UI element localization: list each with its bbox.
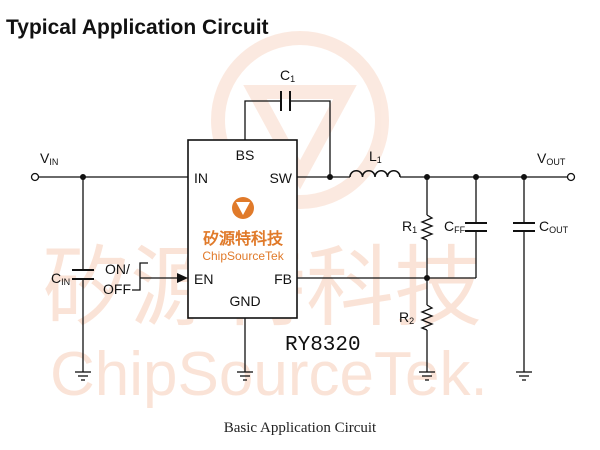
r2-label: R2 xyxy=(399,309,414,326)
switch-on-label: ON/ xyxy=(105,261,130,277)
pin-in-label: IN xyxy=(194,170,208,186)
c1-label: C1 xyxy=(280,67,295,84)
ground-icon xyxy=(237,371,253,381)
pin-fb-label: FB xyxy=(274,271,292,287)
watermark-en-text: ChipSourceTek. xyxy=(50,340,488,409)
cin-label: CIN xyxy=(51,270,70,287)
en-arrow-icon xyxy=(177,273,188,283)
capacitor-cff xyxy=(465,222,487,232)
page-title: Typical Application Circuit xyxy=(6,16,269,39)
vin-terminal xyxy=(30,172,40,182)
l1-label: L1 xyxy=(369,148,382,165)
pin-bs-label: BS xyxy=(236,147,255,163)
cout-label: COUT xyxy=(539,218,569,235)
capacitor-cin xyxy=(72,269,94,280)
pin-en-label: EN xyxy=(194,271,213,287)
inductor-l1 xyxy=(349,169,401,178)
switch-off-label: OFF xyxy=(103,281,131,297)
vin-label: VIN xyxy=(40,150,58,167)
pin-sw-label: SW xyxy=(269,170,292,186)
chip-logo-cn: 矽源特科技 xyxy=(203,229,284,248)
vout-label: VOUT xyxy=(537,150,566,167)
ic-body xyxy=(187,139,298,319)
vout-terminal xyxy=(566,172,576,182)
cff-label: CFF xyxy=(444,218,466,235)
r1-label: R1 xyxy=(402,218,417,235)
resistor-r1 xyxy=(420,214,434,241)
junctions xyxy=(80,174,527,281)
ground-icon xyxy=(75,371,91,381)
chip-logo-icon xyxy=(232,197,254,219)
watermark-ring xyxy=(211,31,389,209)
pin-gnd-label: GND xyxy=(229,293,260,309)
ground-icon xyxy=(419,371,435,381)
chip-logo-en: ChipSourceTek xyxy=(202,249,284,263)
resistor-r2 xyxy=(420,304,434,331)
capacitor-cout xyxy=(513,222,535,232)
figure-caption: Basic Application Circuit xyxy=(223,420,377,436)
wires xyxy=(38,100,568,372)
part-number: RY8320 xyxy=(285,334,361,357)
ground-icon xyxy=(516,371,532,381)
capacitor-c1 xyxy=(280,91,291,111)
